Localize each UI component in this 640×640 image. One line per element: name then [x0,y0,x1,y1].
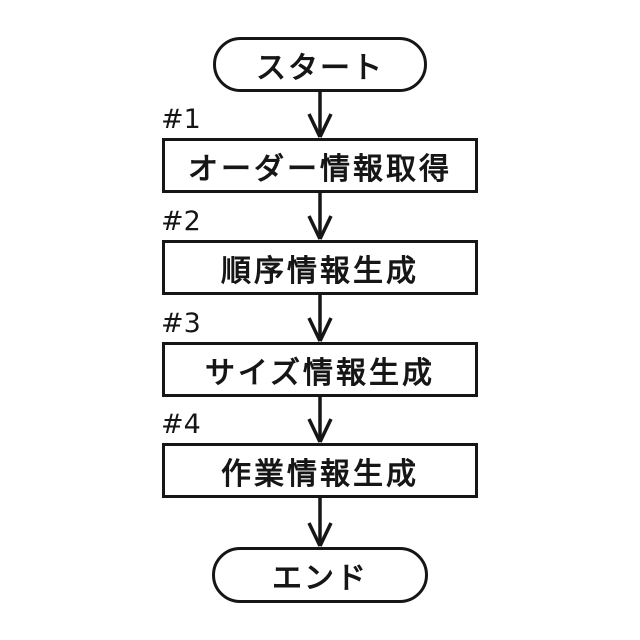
process-box-3: サイズ情報生成 [162,342,478,397]
flow-arrow-4-to-end [307,498,333,547]
process-box-2: 順序情報生成 [162,240,478,295]
process-box-1: オーダー情報取得 [162,138,478,193]
start-terminal-label: スタート [256,50,384,86]
step-number-4: #4 [161,409,201,440]
flow-arrow-start-to-1 [307,92,333,138]
step-number-1: #1 [161,104,201,135]
flow-arrow-1-to-2 [307,193,333,240]
start-terminal: スタート [213,37,427,92]
step-number-3: #3 [161,308,201,339]
flow-arrow-3-to-4 [307,397,333,443]
process-box-1-label: オーダー情報取得 [188,151,452,187]
process-box-3-label: サイズ情報生成 [204,355,436,391]
end-terminal: エンド [212,547,428,603]
process-box-2-label: 順序情報生成 [221,253,419,289]
process-box-4-label: 作業情報生成 [221,456,419,492]
step-number-2: #2 [161,206,201,237]
end-terminal-label: エンド [272,561,368,596]
process-box-4: 作業情報生成 [162,443,478,498]
flow-arrow-2-to-3 [307,295,333,342]
